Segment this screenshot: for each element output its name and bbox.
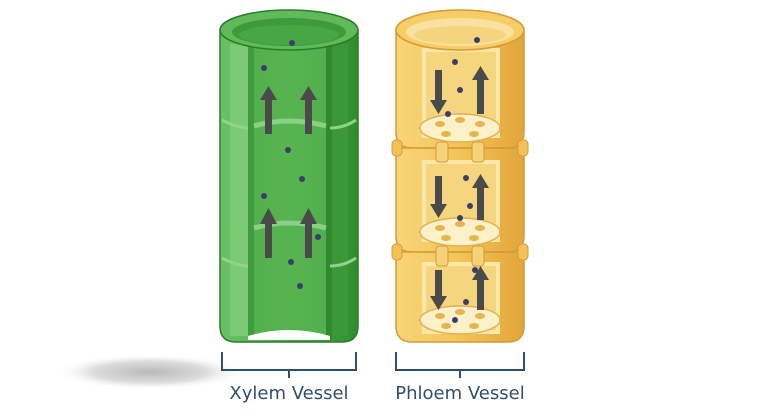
phloem-segment-3	[396, 252, 524, 342]
phloem-vessel	[392, 10, 528, 342]
phloem-segment-2	[396, 148, 524, 252]
xylem-left-wall	[230, 44, 248, 336]
phloem-segment-1	[396, 10, 524, 148]
phloem-vessel-label: Phloem Vessel	[384, 383, 536, 404]
xylem-right-wall	[330, 44, 348, 336]
xylem-vessel-label: Xylem Vessel	[214, 383, 364, 404]
xylem-vessel	[220, 10, 358, 342]
phloem-bracket	[396, 352, 524, 378]
xylem-inner-back	[252, 48, 326, 338]
